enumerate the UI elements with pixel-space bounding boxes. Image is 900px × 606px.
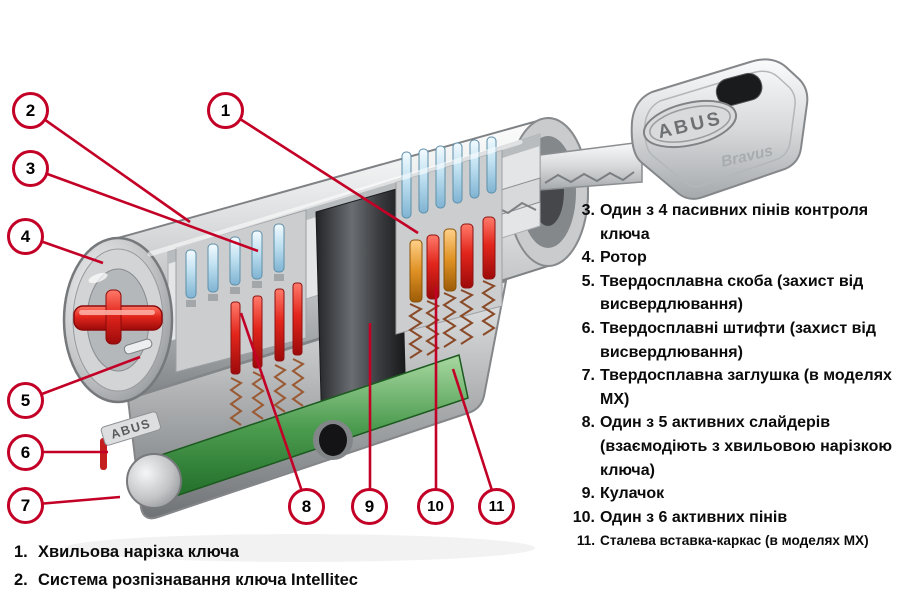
legend-bottom: 1. Хвильова нарізка ключа 2. Система роз… <box>14 538 444 594</box>
legend-item-11: 11. Сталева вставка-каркас (в моделях MX… <box>566 529 900 553</box>
legend-item-6: 6. Твердосплавні штифти (захист від висв… <box>566 317 900 364</box>
legend-item-9: 9. Кулачок <box>566 482 900 506</box>
callout-line-5 <box>25 355 141 402</box>
callout-3: 3 <box>12 150 49 187</box>
legend-item-10-text: Один з 6 активних пінів <box>600 508 788 526</box>
callout-line-3 <box>30 166 259 253</box>
springs-right <box>408 280 497 359</box>
callout-10-label: 10 <box>427 498 444 515</box>
callout-8-label: 8 <box>301 496 312 516</box>
callout-line-1 <box>225 108 419 235</box>
screw-hole <box>313 420 353 460</box>
legend-item-1-text: Хвильова нарізка ключа <box>38 543 239 561</box>
plug-disc <box>126 453 182 509</box>
callout-lines <box>25 108 499 507</box>
legend-item-9-num: 9. <box>581 485 595 503</box>
legend-item-1-num: 1. <box>14 543 28 561</box>
control-pins-left <box>185 223 285 299</box>
callout-7-label: 7 <box>20 495 31 515</box>
legend-item-5: 5. Твердосплавна скоба (захист від висве… <box>566 270 900 317</box>
legend-item-3: 3. Один з 4 пасивних пінів контроля ключ… <box>566 199 900 246</box>
hardened-pin-strip <box>100 438 107 470</box>
legend-item-2-num: 2. <box>14 571 28 589</box>
legend-item-7: 7. Твердосплавна заглушка (в моделях MX) <box>566 364 900 411</box>
key: ABUS Bravus <box>539 58 809 200</box>
callout-8: 8 <box>288 488 325 525</box>
legend-item-9-text: Кулачок <box>600 485 665 503</box>
legend-item-6-num: 6. <box>581 319 595 337</box>
legend-item-4-text: Ротор <box>600 249 647 267</box>
callout-9: 9 <box>351 488 388 525</box>
legend-item-10: 10. Один з 6 активних пінів <box>566 506 900 530</box>
callout-4: 4 <box>7 218 44 255</box>
callout-2-label: 2 <box>25 100 36 120</box>
legend-item-7-num: 7. <box>581 367 595 385</box>
legend-item-8-num: 8. <box>581 414 595 432</box>
legend-item-3-text: Один з 4 пасивних пінів контроля ключа <box>600 202 869 243</box>
callout-3-label: 3 <box>25 158 36 178</box>
callout-11: 11 <box>478 488 515 525</box>
front-face <box>62 236 174 404</box>
body-highlight <box>147 139 523 257</box>
key-wave-cut <box>544 171 635 184</box>
pin-collars-left <box>186 274 284 307</box>
legend-item-4-num: 4. <box>581 249 595 267</box>
hardened-clip <box>123 338 153 355</box>
legend-item-5-num: 5. <box>581 272 595 290</box>
callout-line-11 <box>451 368 499 507</box>
legend-item-8-text: Один з 5 активних слайдерів (взаємодіють… <box>600 414 893 479</box>
active-pins-right <box>409 216 496 303</box>
legend-item-5-text: Твердосплавна скоба (захист від висвердл… <box>600 272 864 314</box>
callout-4-label: 4 <box>20 226 31 246</box>
key-bow-hole <box>715 72 763 107</box>
springs-left <box>229 358 305 426</box>
ground-shadow <box>65 534 535 562</box>
callout-5: 5 <box>7 382 44 419</box>
legend-item-11-num: 11. <box>576 533 595 549</box>
callout-line-2 <box>30 108 191 224</box>
abus-logo-oval: ABUS <box>642 99 738 149</box>
legend-item-7-text: Твердосплавна заглушка (в моделях MX) <box>600 367 892 408</box>
callout-7: 7 <box>7 487 44 524</box>
legend-item-2-text: Система розпізнавання ключа Intellitec <box>38 571 358 589</box>
legend-item-1: 1. Хвильова нарізка ключа <box>14 538 444 566</box>
legend-item-8: 8. Один з 5 активних слайдерів (взаємоді… <box>566 411 900 482</box>
legend-item-6-text: Твердосплавні штифти (захист від висверд… <box>600 319 877 361</box>
callout-6: 6 <box>7 434 44 471</box>
callout-5-label: 5 <box>20 390 31 410</box>
callout-6-label: 6 <box>20 442 31 462</box>
legend-item-2: 2. Система розпізнавання ключа Intellite… <box>14 566 444 594</box>
callout-1: 1 <box>207 92 244 129</box>
legend-item-3-num: 3. <box>581 202 595 219</box>
legend-item-4: 4. Ротор <box>566 246 900 270</box>
callout-line-8 <box>239 312 309 507</box>
legend-item-10-num: 10. <box>572 508 595 526</box>
legend-item-11-text: Сталева вставка-каркас (в моделях MX) <box>600 533 869 549</box>
legend-right: 3. Один з 4 пасивних пінів контроля ключ… <box>566 199 900 553</box>
callout-2: 2 <box>12 92 49 129</box>
callout-10: 10 <box>417 488 454 525</box>
keyway-red-profile <box>73 289 163 345</box>
callout-11-label: 11 <box>488 498 505 515</box>
active-sliders-left <box>230 282 303 375</box>
callout-1-label: 1 <box>220 100 231 120</box>
callout-9-label: 9 <box>364 496 375 516</box>
